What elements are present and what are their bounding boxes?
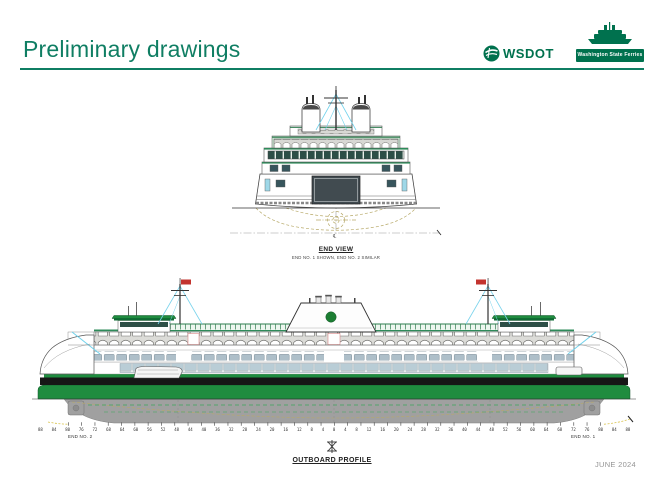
end-view-passenger-deck	[263, 147, 409, 163]
wsf-logo-text: Washington State Ferries	[576, 49, 644, 62]
end-view-stacks	[301, 95, 371, 133]
car-deck-opening	[311, 175, 361, 205]
wsdot-logo-text: WSDOT	[503, 46, 554, 61]
flag-end1	[476, 279, 486, 285]
bow-accent-end2	[71, 331, 101, 355]
flag-end2	[181, 279, 191, 285]
profile-end2-bow	[39, 334, 95, 375]
profile-underwater-hull	[63, 398, 605, 424]
wsf-logo: Washington State Ferries	[576, 22, 644, 62]
profile-car-deck	[47, 361, 621, 375]
wsdot-logo: WSDOT	[483, 45, 554, 62]
baseline-end-mark	[436, 229, 442, 236]
end-no-2-label: END NO. 2	[68, 434, 93, 439]
end-no-1-label: END NO. 1	[571, 434, 596, 439]
end-view-underwater-hull	[255, 207, 417, 231]
frame-numbers: 88 84 80 76 72 68 64 60 56 52 48 44 40 3…	[38, 427, 631, 432]
casing-logo-dot	[325, 311, 337, 323]
end-view-mast	[315, 86, 357, 131]
pilothouse-end2	[111, 302, 177, 333]
centerline-symbol: ℄	[332, 234, 337, 239]
end-view-sun-deck	[271, 135, 401, 149]
outboard-profile-drawing	[32, 278, 636, 426]
page-title: Preliminary drawings	[23, 36, 241, 62]
wsdot-circle-icon	[483, 45, 500, 62]
date-label: JUNE 2024	[594, 460, 636, 469]
rescue-boat-end2	[133, 366, 183, 379]
header-divider	[20, 68, 644, 70]
mast-end1	[465, 278, 511, 325]
wsf-crest-icon	[327, 440, 337, 453]
end-view-drawing: ℄	[230, 86, 442, 239]
end-view-title: END VIEW	[318, 246, 354, 253]
ferry-icon	[588, 22, 632, 44]
rescue-boat-end1	[555, 366, 583, 376]
end-view-subtitle: END NO. 1 SHOWN, END NO. 2 SIMILAR	[291, 255, 381, 260]
end-view-main-deck	[261, 161, 411, 175]
profile-center-casing	[285, 294, 377, 333]
pilothouse-end1	[491, 302, 557, 333]
outboard-profile-title: OUTBOARD PROFILE	[292, 457, 372, 464]
tick-row-end-mark	[627, 415, 634, 423]
bow-accent-end1	[567, 331, 597, 355]
profile-mid-deck	[53, 349, 615, 363]
profile-hull-bands	[37, 374, 631, 400]
end-view-hull	[255, 173, 417, 209]
mast-end2	[157, 278, 203, 325]
